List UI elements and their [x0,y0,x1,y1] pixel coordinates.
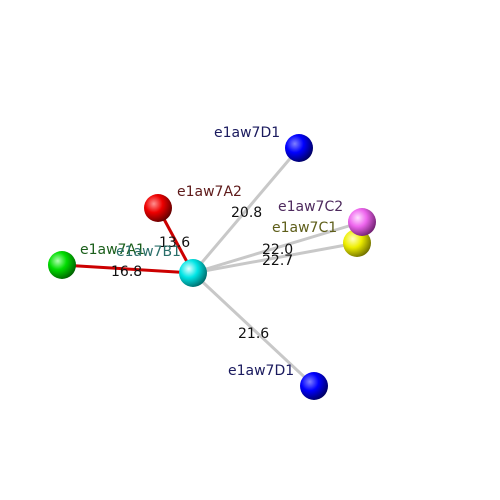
nodes [48,134,376,400]
edge-center-c1 [192,241,358,275]
node-d1-top[interactable] [285,134,313,162]
distance-label-a1: 16.8 [111,264,142,280]
distance-label-a2: 13.6 [159,235,190,251]
node-c2[interactable] [348,208,376,236]
distance-labels: 20.8 13.6 22.0 22.7 16.8 21.6 [111,205,293,342]
distance-label-d1-bottom: 21.6 [238,326,269,342]
distance-label-c2: 22.0 [262,242,293,258]
node-a2[interactable] [144,194,172,222]
node-label-center: e1aw7B1 [116,244,181,260]
distance-label-c1: 22.7 [262,253,293,269]
node-label-c2: e1aw7C2 [278,199,343,215]
node-labels: e1aw7D1 e1aw7A2 e1aw7C2 e1aw7C1 e1aw7A1 … [80,125,343,379]
node-label-c1: e1aw7C1 [272,220,337,236]
node-label-d1-top: e1aw7D1 [214,125,280,141]
node-label-a2: e1aw7A2 [177,184,242,200]
node-a1[interactable] [48,251,76,279]
node-label-a1: e1aw7A1 [80,242,145,258]
edge-center-c2 [192,220,363,275]
edge-center-d1-top [191,147,301,274]
node-center[interactable] [179,259,207,287]
node-d1-bottom[interactable] [300,372,328,400]
edge-center-a1 [61,263,194,275]
node-c1[interactable] [343,229,371,257]
edge-center-d1-bottom [191,271,316,388]
node-label-d1-bottom: e1aw7D1 [228,363,294,379]
distance-label-d1-top: 20.8 [231,205,262,221]
